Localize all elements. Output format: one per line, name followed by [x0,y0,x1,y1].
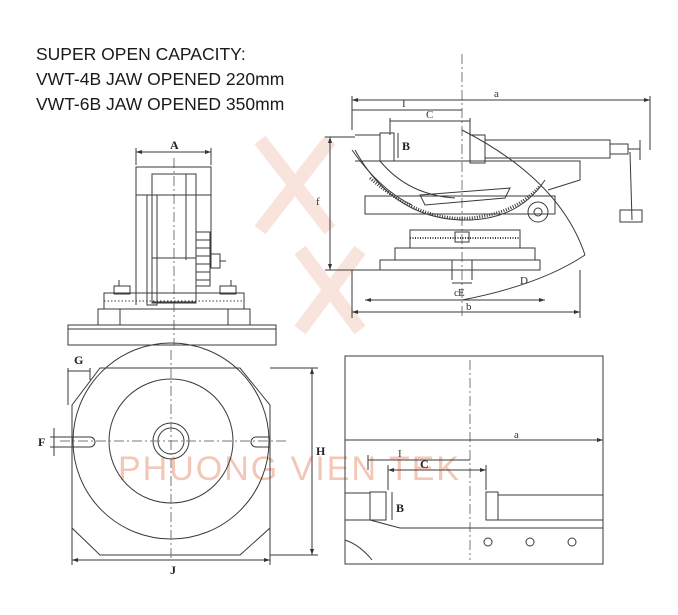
side-dim-e: E [458,287,465,299]
side-dim-i: I [402,98,406,110]
side-dim-d: D [520,275,528,287]
side-dim-f: f [316,196,320,208]
front-view: A [67,138,277,346]
capacity-caption: SUPER OPEN CAPACITY: VWT-4B JAW OPENED 2… [36,42,284,117]
caption-heading: SUPER OPEN CAPACITY: [36,44,246,64]
side-dim-c-lower: c [454,287,459,299]
open-dim-b: B [396,501,404,515]
top-view: G F H J [38,342,326,577]
side-view: a I C B [316,54,651,318]
side-dim-a: a [494,88,499,100]
open-dim-i: I [398,448,402,460]
caption-line-vwt4b: VWT-4B JAW OPENED 220mm [36,69,285,89]
watermark-text: PHUONG VIEN TEK [118,450,461,488]
top-dim-g: G [74,353,83,367]
open-view: a I C B [344,355,604,565]
front-dim-a: A [170,138,179,152]
open-dim-a: a [514,429,519,441]
side-dim-c: C [426,109,433,121]
caption-line-vwt6b: VWT-6B JAW OPENED 350mm [36,94,285,114]
top-dim-h: H [316,444,326,458]
top-dim-j: J [170,563,176,577]
side-dim-b-lower: b [466,301,472,313]
open-dim-c: C [420,457,429,471]
watermark-logo [254,135,366,335]
top-dim-f: F [38,435,45,449]
side-dim-b: B [402,139,410,153]
